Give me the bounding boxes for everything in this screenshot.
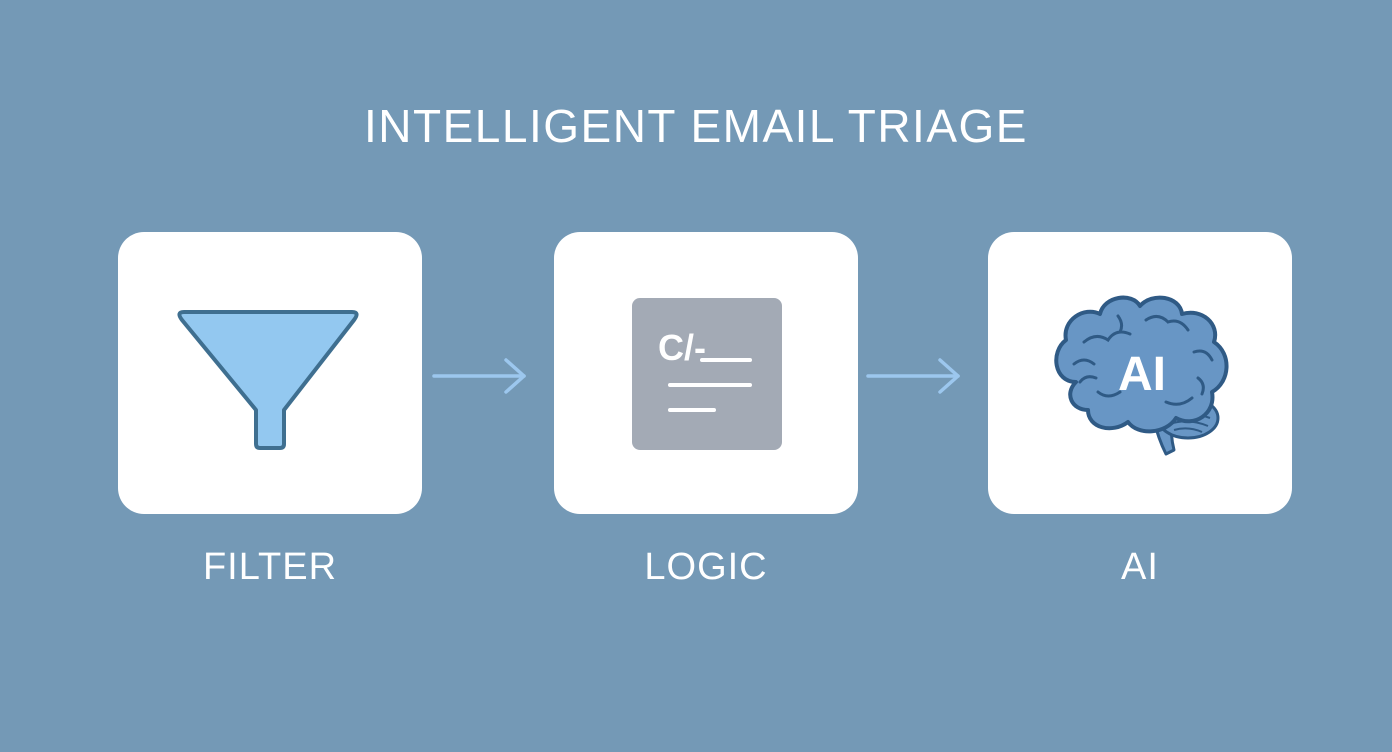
- brain-icon: AI: [1054, 295, 1229, 456]
- logic-card: C/-: [554, 232, 858, 514]
- ai-card: AI: [988, 232, 1292, 514]
- diagram-title: INTELLIGENT EMAIL TRIAGE: [364, 100, 1028, 152]
- arrow-right-icon: [432, 358, 526, 394]
- funnel-icon: [177, 310, 359, 450]
- code-snippet-text: C/-: [658, 327, 706, 368]
- step-label-ai: AI: [1121, 546, 1159, 588]
- step-label-filter: FILTER: [202, 546, 338, 588]
- code-document-icon: C/-: [632, 298, 782, 450]
- arrow-right-icon: [866, 358, 960, 394]
- filter-card: [118, 232, 422, 514]
- step-label-logic: LOGIC: [644, 546, 768, 588]
- ai-icon-text: AI: [1118, 348, 1166, 401]
